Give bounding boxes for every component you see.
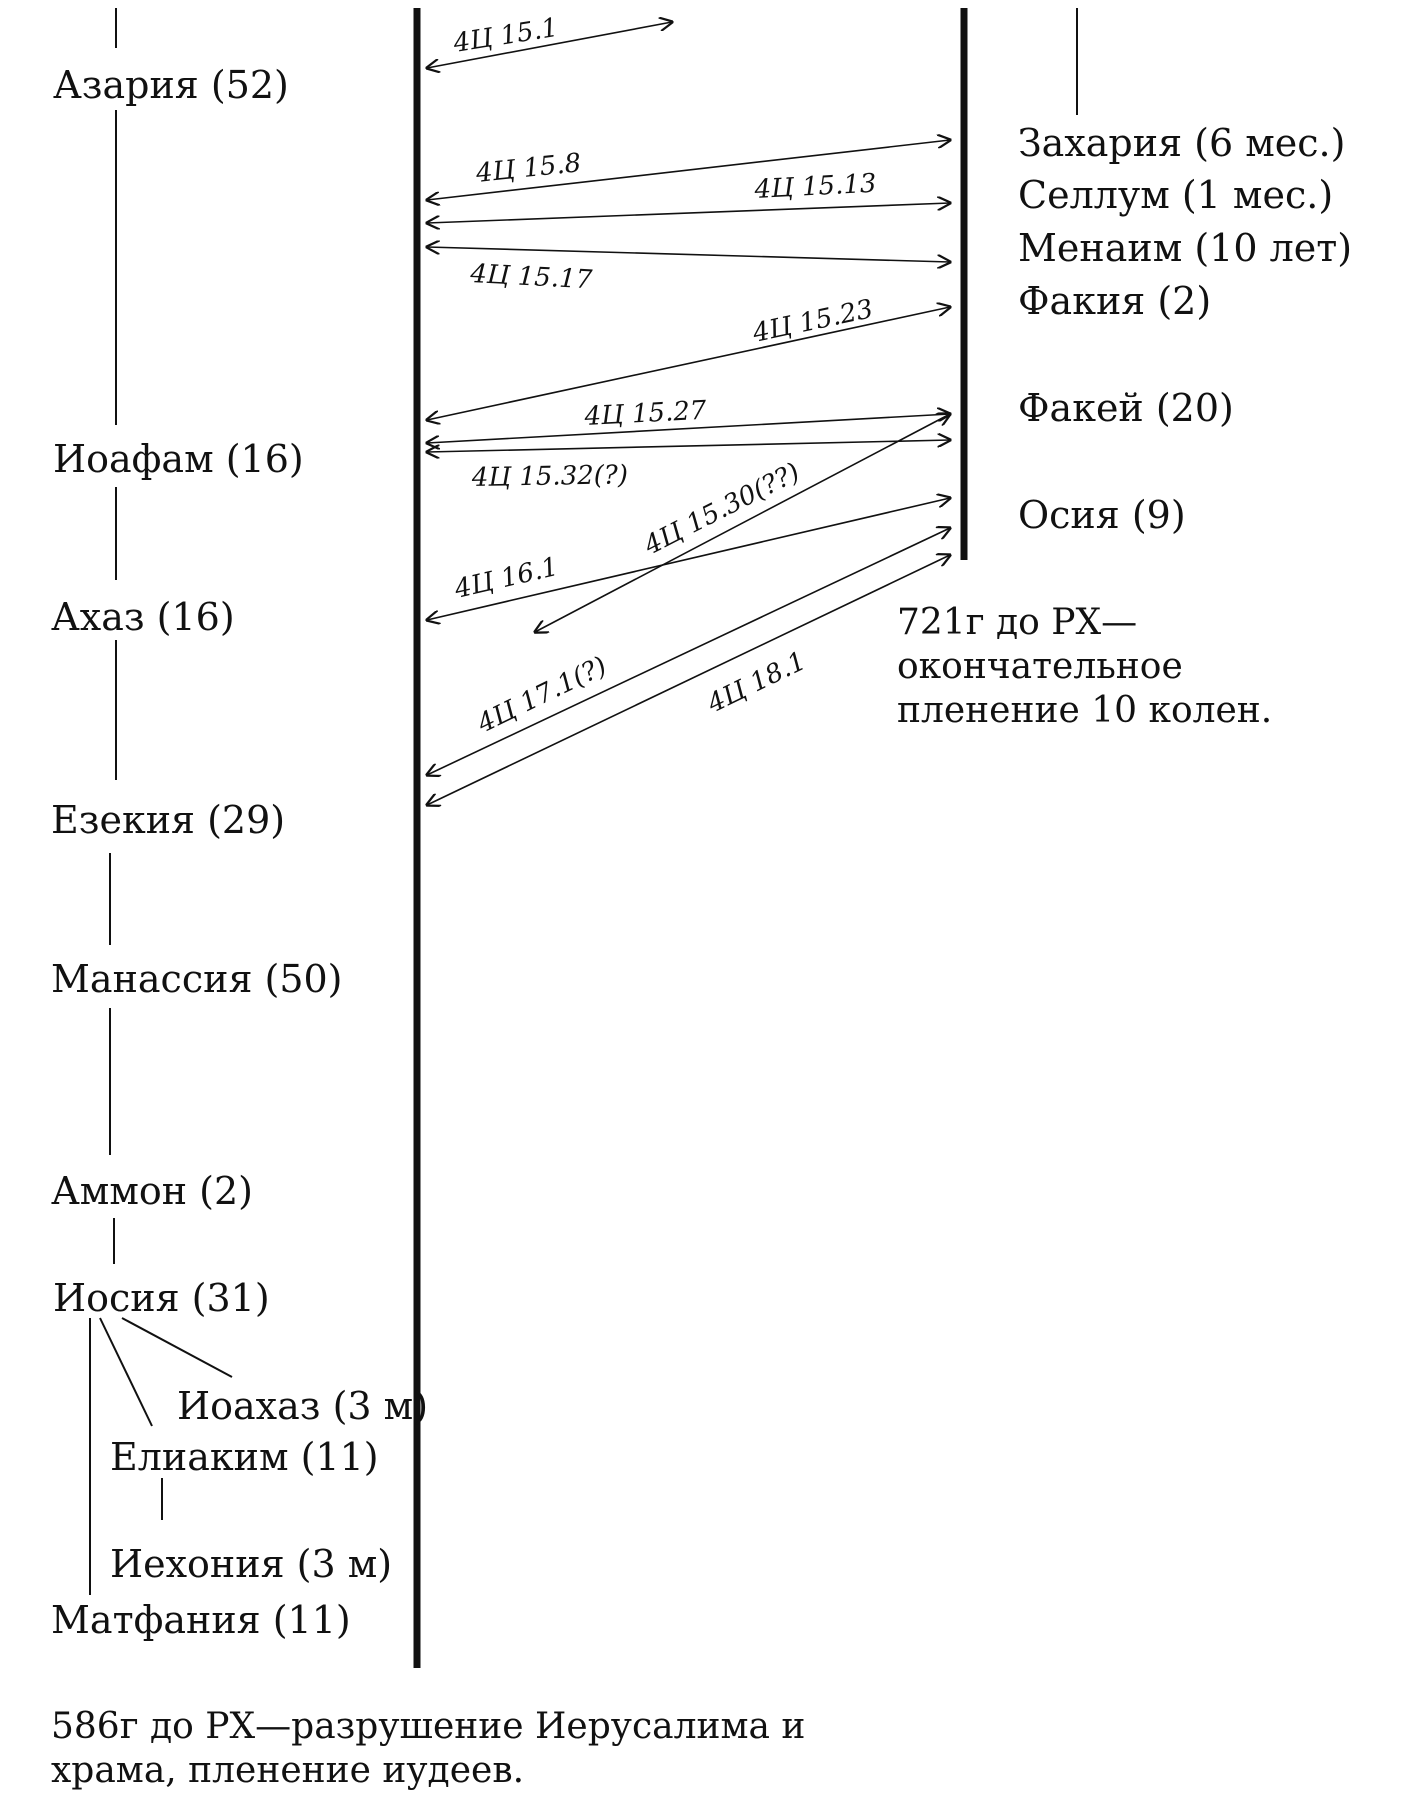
king-zechariah: Захария (6 мес.)	[1018, 121, 1346, 165]
ref-label-15-17: 4Ц 15.17	[469, 259, 594, 295]
king-eliakim: Елиаким (11)	[110, 1435, 379, 1479]
king-pekahiah: Факия (2)	[1018, 279, 1212, 323]
arrow-15-32	[427, 440, 950, 452]
king-amon: Аммон (2)	[51, 1169, 254, 1213]
king-jehoahaz: Иоахаз (3 м)	[177, 1384, 429, 1428]
arrow-15-30	[535, 414, 950, 632]
king-menahem: Менаим (10 лет)	[1018, 226, 1353, 270]
arrow-15-13	[427, 203, 950, 223]
israel-fall-note: 721г до РХ—окончательное пленение 10 кол…	[897, 602, 1273, 731]
judah-fall-note: 586г до РХ—разрушение Иерусалима и храма…	[51, 1706, 806, 1791]
ref-label-15-1: 4Ц 15.1	[450, 13, 560, 59]
king-hezekiah: Езекия (29)	[51, 798, 286, 842]
ref-label-15-30: 4Ц 15.30(??)	[639, 457, 805, 561]
king-azariah: Азария (52)	[53, 63, 289, 107]
ref-label-15-27: 4Ц 15.27	[583, 396, 708, 432]
ref-label-16-1: 4Ц 16.1	[451, 552, 561, 605]
arrow-15-1	[427, 22, 672, 68]
judah-succession-lines	[89, 8, 233, 1595]
reference-arrows	[427, 22, 950, 805]
ref-label-18-1: 4Ц 18.1	[702, 646, 811, 720]
reference-labels: 4Ц 15.1 4Ц 15.8 4Ц 15.13 4Ц 15.17 4Ц 15.…	[450, 13, 877, 740]
king-shallum: Селлум (1 мес.)	[1018, 173, 1334, 217]
king-jotham: Иоафам (16)	[53, 437, 304, 481]
king-hoshea: Осия (9)	[1018, 493, 1186, 537]
arrow-15-17	[427, 247, 950, 262]
king-josiah: Иосия (31)	[53, 1276, 270, 1320]
arrow-15-23	[427, 307, 950, 420]
ref-label-15-13: 4Ц 15.13	[753, 169, 877, 205]
arrow-18-1	[427, 555, 950, 805]
king-ahaz: Ахаз (16)	[51, 595, 235, 639]
king-manasseh: Манассия (50)	[51, 957, 343, 1001]
king-jehoiachin: Иехония (3 м)	[110, 1542, 393, 1586]
arrow-15-8	[427, 140, 950, 200]
ref-label-15-32: 4Ц 15.32(?)	[471, 460, 629, 493]
king-mattaniah: Матфания (11)	[51, 1598, 351, 1642]
ref-label-15-23: 4Ц 15.23	[749, 294, 875, 349]
king-pekah: Факей (20)	[1018, 386, 1234, 430]
ref-label-15-8: 4Ц 15.8	[474, 148, 583, 189]
